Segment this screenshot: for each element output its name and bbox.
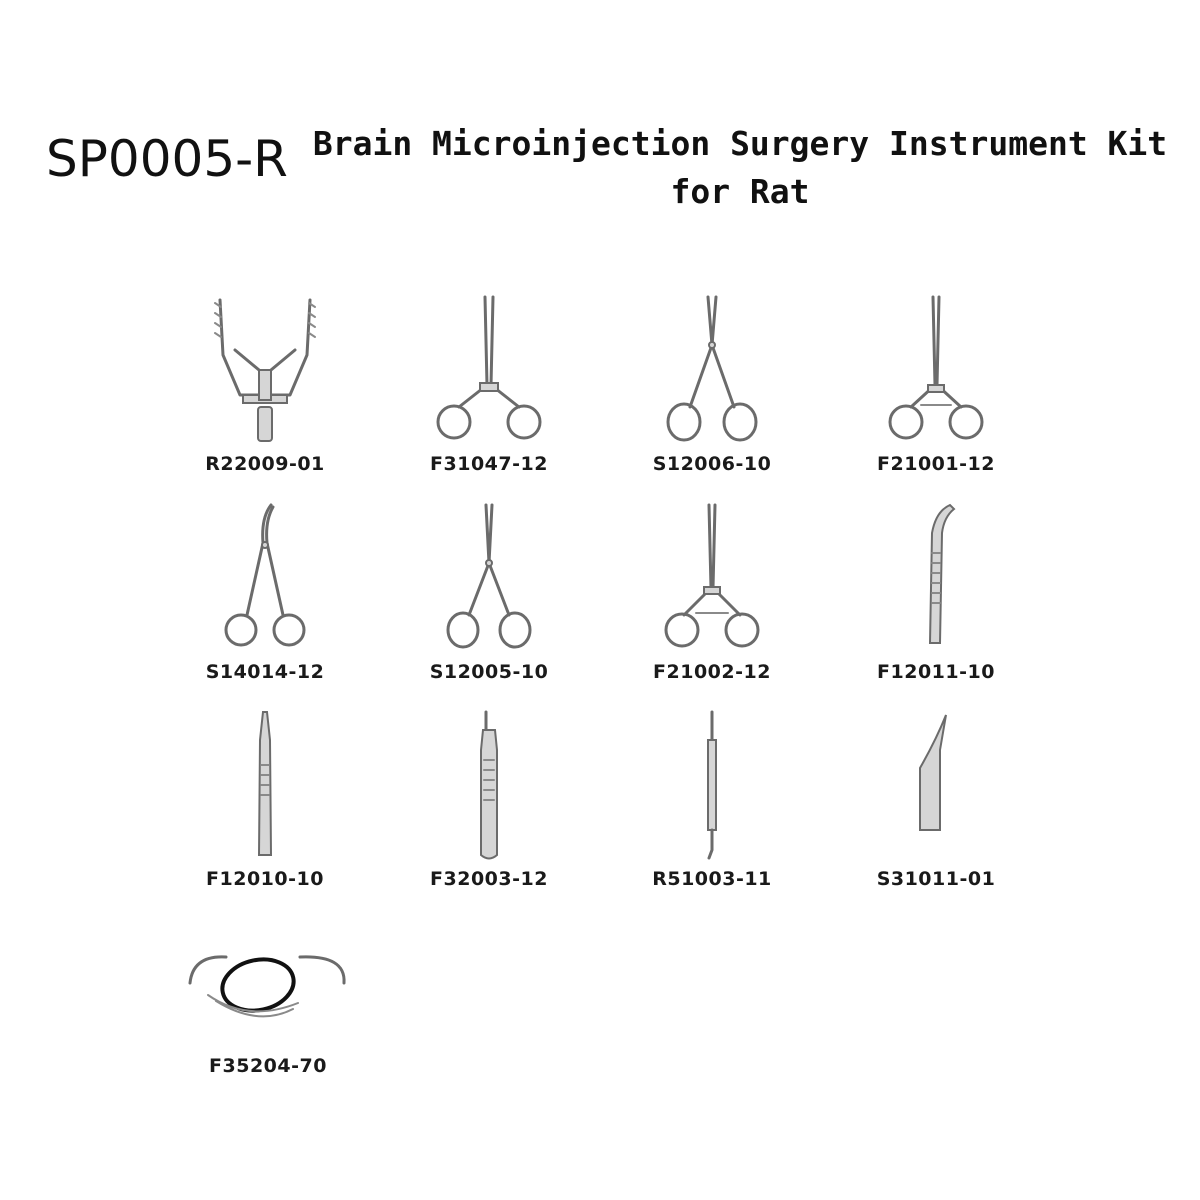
instrument-code: F35204-70 [209,1055,327,1077]
instrument-item: S12006-10 [612,295,812,495]
scalpel-handle-icon [480,710,498,860]
instrument-code: S12005-10 [429,661,549,683]
instrument-code: F31047-12 [430,453,548,475]
instrument-code: S12006-10 [652,453,772,475]
instrument-item: F32003-12 [389,710,589,910]
retractor-icon [214,298,316,442]
instrument-item: R22009-01 [165,295,365,495]
instrument-item: R51003-11 [612,710,812,910]
instrument-item: F21001-12 [836,295,1036,495]
scissors-icon [446,503,532,649]
suture-icon [188,955,346,1018]
product-sku: SP0005-R [46,130,288,188]
instrument-item: F12010-10 [165,710,365,910]
hemostatic-forceps-icon [888,295,984,440]
instrument-item: F35204-70 [168,905,368,1105]
tweezers-icon [257,711,273,856]
instrument-item: F12011-10 [836,503,1036,703]
product-title: Brain Microinjection Surgery Instrument … [312,124,1168,211]
instrument-item: S31011-01 [836,710,1036,910]
hemostatic-forceps-icon [664,503,760,648]
scissors-icon [666,295,758,442]
instrument-code: F12010-10 [206,868,324,890]
instrument-code: F32003-12 [430,868,548,890]
instrument-code: S14014-12 [205,661,325,683]
needle-holder-icon [436,295,542,440]
probe-icon [707,710,717,860]
instrument-code: S31011-01 [876,868,996,890]
instrument-item: F21002-12 [612,503,812,703]
instrument-code: F21001-12 [877,453,995,475]
instrument-code: R51003-11 [652,868,772,890]
curved-scissors-icon [224,503,306,647]
instrument-item: F31047-12 [389,295,589,495]
instrument-code: R22009-01 [205,453,325,475]
curved-forceps-icon [928,503,956,644]
scalpel-blade-icon [919,714,947,831]
instrument-item: S14014-12 [165,503,365,703]
instrument-code: F21002-12 [653,661,771,683]
instrument-code: F12011-10 [877,661,995,683]
instrument-item: S12005-10 [389,503,589,703]
